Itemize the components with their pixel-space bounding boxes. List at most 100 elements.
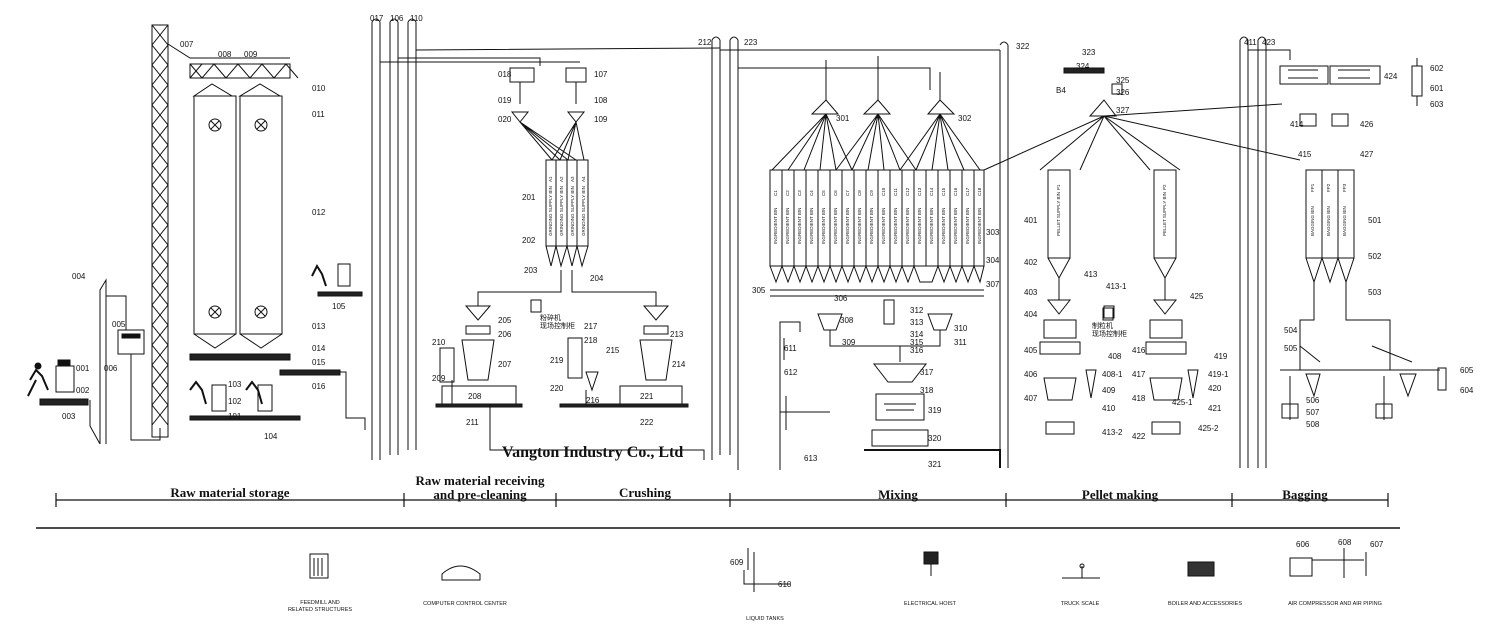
section-mixing: Mixing <box>878 487 918 502</box>
grinding-bin-mark: A2 <box>559 176 564 182</box>
grinding-bin-mark: A3 <box>570 176 575 182</box>
dumping-station-105 <box>311 263 363 297</box>
ingredient-bin-label: INGREDIENT BIN <box>845 208 850 244</box>
callout-204: 204 <box>590 274 604 283</box>
ingredient-bin-mark: C15 <box>941 187 946 196</box>
callout-223: 223 <box>744 38 758 47</box>
callout-401: 401 <box>1024 216 1038 225</box>
callout-613: 613 <box>804 454 818 463</box>
section-pellet-making: Pellet making <box>1081 487 1159 502</box>
callout-306: 306 <box>834 294 848 303</box>
callout-017: 017 <box>370 14 384 23</box>
scales <box>817 299 1001 468</box>
callout-007: 007 <box>180 40 194 49</box>
section-axis <box>36 493 1400 529</box>
ingredient-bin-mark: C10 <box>881 187 886 196</box>
pellet-bin-mark: P2 <box>1162 184 1167 190</box>
callout-218: 218 <box>584 336 598 345</box>
ingredient-bin-mark: C9 <box>869 190 874 196</box>
callout-103: 103 <box>228 380 242 389</box>
ingredient-bin-mark: C12 <box>905 187 910 196</box>
callout-315: 315 <box>910 338 924 347</box>
grinding-supply-bins <box>477 159 657 306</box>
callout-212: 212 <box>698 38 712 47</box>
ingredient-bin-mark: C13 <box>917 187 922 196</box>
callout-221: 221 <box>640 392 654 401</box>
pellet-supply-bins <box>1039 169 1199 435</box>
callout-317: 317 <box>920 368 934 377</box>
facility-liquid-tanks: LIQUID TANKS <box>746 616 784 622</box>
ingredient-bin-label: INGREDIENT BIN <box>929 208 934 244</box>
ingredient-bin-mark: C8 <box>857 190 862 196</box>
callout-215: 215 <box>606 346 620 355</box>
pellet-control-panel-label: 制粒机 现场控制柜 <box>1092 322 1127 338</box>
callout-607: 607 <box>1370 540 1384 549</box>
callout-404: 404 <box>1024 310 1038 319</box>
ingredient-bin-label: INGREDIENT BIN <box>905 208 910 244</box>
ingredient-bin-label: INGREDIENT BIN <box>821 208 826 244</box>
cleaner-005 <box>117 329 161 441</box>
ingredient-bin-label: INGREDIENT BIN <box>941 208 946 244</box>
ingredient-bin-label: INGREDIENT BIN <box>785 208 790 244</box>
ingredient-bin-label: INGREDIENT BIN <box>773 208 778 244</box>
callout-015: 015 <box>312 358 326 367</box>
bagging-bin-label: BAGGING BIN <box>1310 206 1315 236</box>
callout-005: 005 <box>112 320 126 329</box>
callout-313: 313 <box>910 318 924 327</box>
callout-321: 321 <box>928 460 942 469</box>
bagging-bin-mark: FP2 <box>1326 183 1331 192</box>
callout-213: 213 <box>670 330 684 339</box>
callout-314: 314 <box>910 330 924 339</box>
elevator-legs-1 <box>371 18 721 460</box>
silos <box>189 83 366 430</box>
distributors <box>771 56 981 171</box>
grinding-bin-mark: A1 <box>548 176 553 182</box>
bagging-bin-label: BAGGING BIN <box>1326 206 1331 236</box>
receiving-cleaners <box>509 67 587 161</box>
callout-104: 104 <box>264 432 278 441</box>
callout-020: 020 <box>498 115 512 124</box>
pellet-bin-label: PELLET SUPPLY BIN <box>1056 192 1061 236</box>
callout-407: 407 <box>1024 394 1038 403</box>
ingredient-bin-mark: C17 <box>965 187 970 196</box>
callout-418: 418 <box>1132 394 1146 403</box>
callout-419-1: 419-1 <box>1208 370 1229 379</box>
callout-320: 320 <box>928 434 942 443</box>
ingredient-bin-label: INGREDIENT BIN <box>869 208 874 244</box>
callout-507: 507 <box>1306 408 1320 417</box>
callout-207: 207 <box>498 360 512 369</box>
callout-425-2: 425-2 <box>1198 424 1219 433</box>
callout-425: 425 <box>1190 292 1204 301</box>
callout-011: 011 <box>312 110 325 119</box>
callout-102: 102 <box>228 397 242 406</box>
callout-422: 422 <box>1132 432 1146 441</box>
callout-408: 408 <box>1108 352 1122 361</box>
callout-506: 506 <box>1306 396 1320 405</box>
bucket-elevator-tower <box>151 24 290 438</box>
ingredient-bin-label: INGREDIENT BIN <box>965 208 970 244</box>
callout-110: 110 <box>410 14 423 23</box>
ingredient-bin-label: INGREDIENT BIN <box>881 208 886 244</box>
callout-222: 222 <box>640 418 654 427</box>
callout-409: 409 <box>1102 386 1116 395</box>
callout-316: 316 <box>910 346 924 355</box>
callout-209: 209 <box>432 374 446 383</box>
callout-417: 417 <box>1132 370 1146 379</box>
grinding-bin-label: GRINDING SUPPLY BIN <box>548 186 553 236</box>
callout-004: 004 <box>72 272 86 281</box>
callout-016: 016 <box>312 382 326 391</box>
callout-322: 322 <box>1016 42 1030 51</box>
callout-012: 012 <box>312 208 326 217</box>
callout-503: 503 <box>1368 288 1382 297</box>
callout-208: 208 <box>468 392 482 401</box>
callout-605: 605 <box>1460 366 1474 375</box>
callout-312: 312 <box>910 306 924 315</box>
ingredient-bin-mark: C7 <box>845 190 850 196</box>
callout-001: 001 <box>76 364 90 373</box>
callout-413-1: 413-1 <box>1106 282 1127 291</box>
bagging-bin-label: BAGGING BIN <box>1342 206 1347 236</box>
callout-416: 416 <box>1132 346 1146 355</box>
ingredient-bin-label: INGREDIENT BIN <box>809 208 814 244</box>
hammer-mills <box>435 305 689 408</box>
bagging-coolers <box>1279 65 1381 127</box>
